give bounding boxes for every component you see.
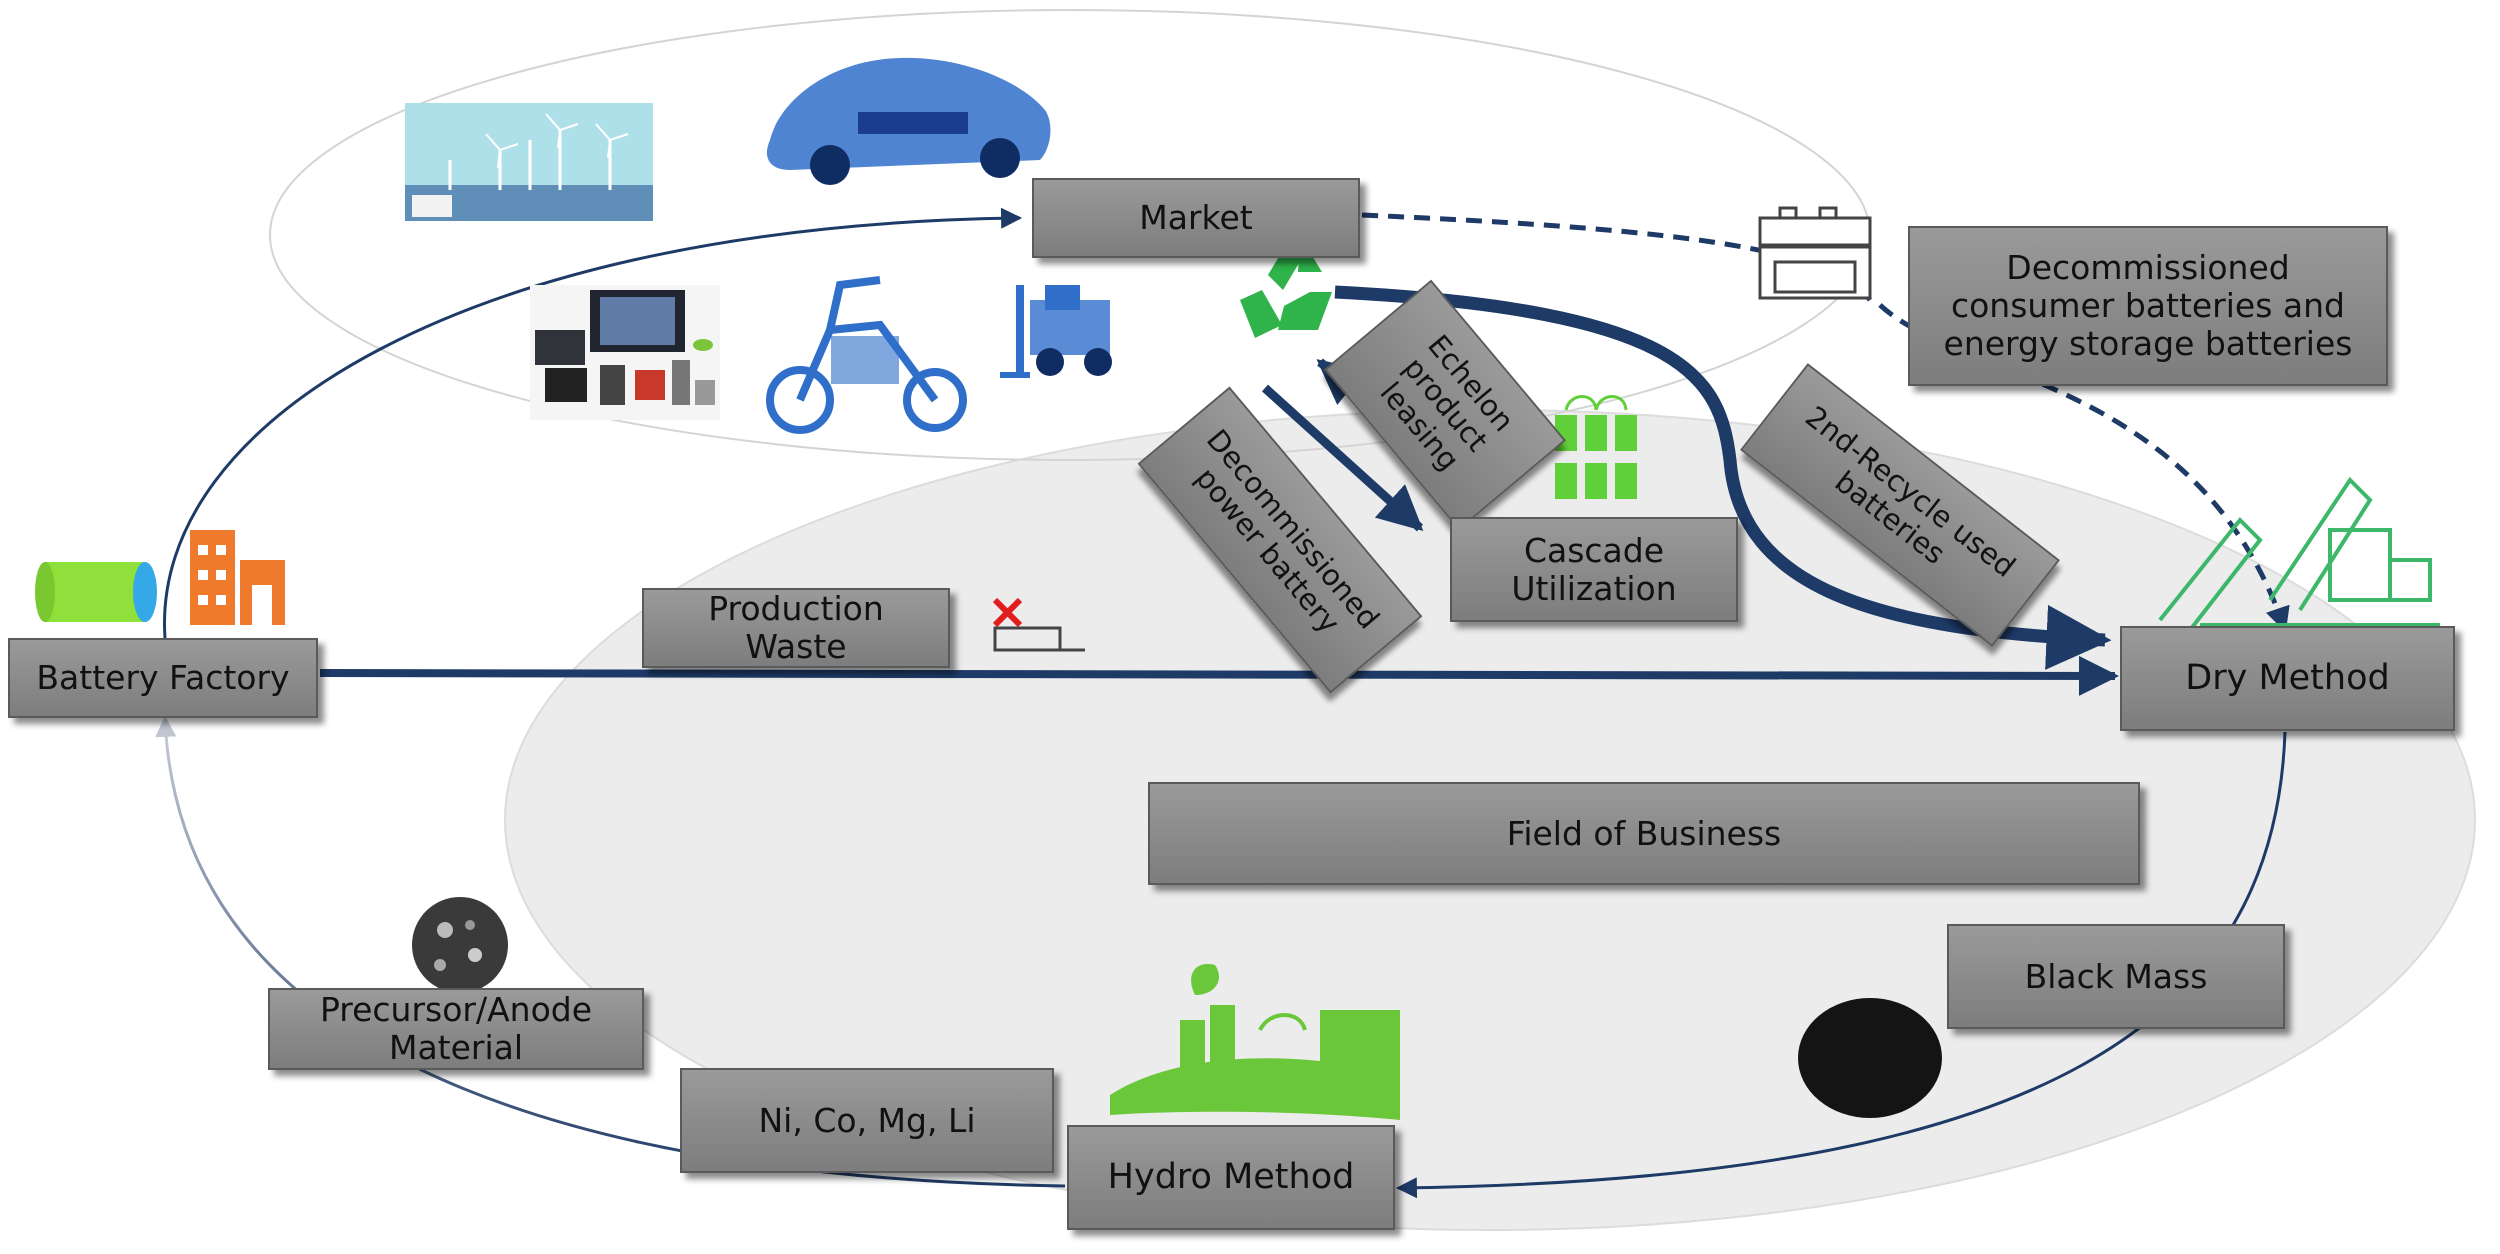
recycling-plant-icon [2158,476,2440,632]
decommissioned-consumer-label: Decommissioned consumer batteries and en… [1943,248,2353,363]
precursor-powder-icon [412,897,508,993]
factory-building-icon [190,530,285,625]
metals-label: Ni, Co, Mg, Li [758,1100,976,1140]
dry-method-box: Dry Method [2120,626,2455,731]
hydro-method-box: Hydro Method [1067,1125,1395,1230]
forklift-icon [1000,285,1112,378]
cylindrical-battery-icon [35,562,157,622]
decommissioned-consumer-box: Decommissioned consumer batteries and en… [1908,226,2388,386]
precursor-anode-label: Precursor/Anode Material [319,990,593,1067]
black-mass-box: Black Mass [1947,924,2285,1029]
wind-turbine-photo [405,103,653,221]
cascade-utilization-box: Cascade Utilization [1450,517,1738,622]
market-label: Market [1139,198,1253,238]
metals-box: Ni, Co, Mg, Li [680,1068,1054,1173]
electric-car-icon [766,57,1051,185]
precursor-anode-box: Precursor/Anode Material [268,988,644,1070]
field-of-business-box: Field of Business [1148,782,2140,885]
decommissioned-power-arrow [1261,384,1424,532]
consumer-to-dry-dashed-arrow [1361,212,2285,630]
battery-pack-icon [1758,206,1872,300]
factory-to-market-arrow [163,207,1023,639]
battery-factory-box: Battery Factory [8,638,318,718]
production-waste-box: Production Waste [642,588,950,668]
e-scooter-icon [766,276,967,434]
green-factory-icon [1110,964,1400,1120]
field-of-business-label: Field of Business [1506,813,1782,853]
second-recycle-thick-arrow [1334,285,2112,670]
charging-batteries-icon [1555,395,1637,499]
production-waste-arrow [319,655,2119,696]
dry-method-label: Dry Method [2185,658,2390,699]
black-mass-powder-icon [1798,998,1942,1118]
waste-battery-icon [992,597,1085,652]
cascade-utilization-label: Cascade Utilization [1511,530,1677,608]
production-waste-label: Production Waste [708,589,884,666]
dry-to-hydro-arrow [1395,731,2287,1199]
battery-factory-label: Battery Factory [36,658,290,698]
black-mass-label: Black Mass [2024,956,2208,996]
consumer-electronics-photo [530,285,720,420]
hydro-to-factory-arrow [155,715,1066,1188]
market-box: Market [1032,178,1360,258]
hydro-method-label: Hydro Method [1107,1157,1355,1198]
